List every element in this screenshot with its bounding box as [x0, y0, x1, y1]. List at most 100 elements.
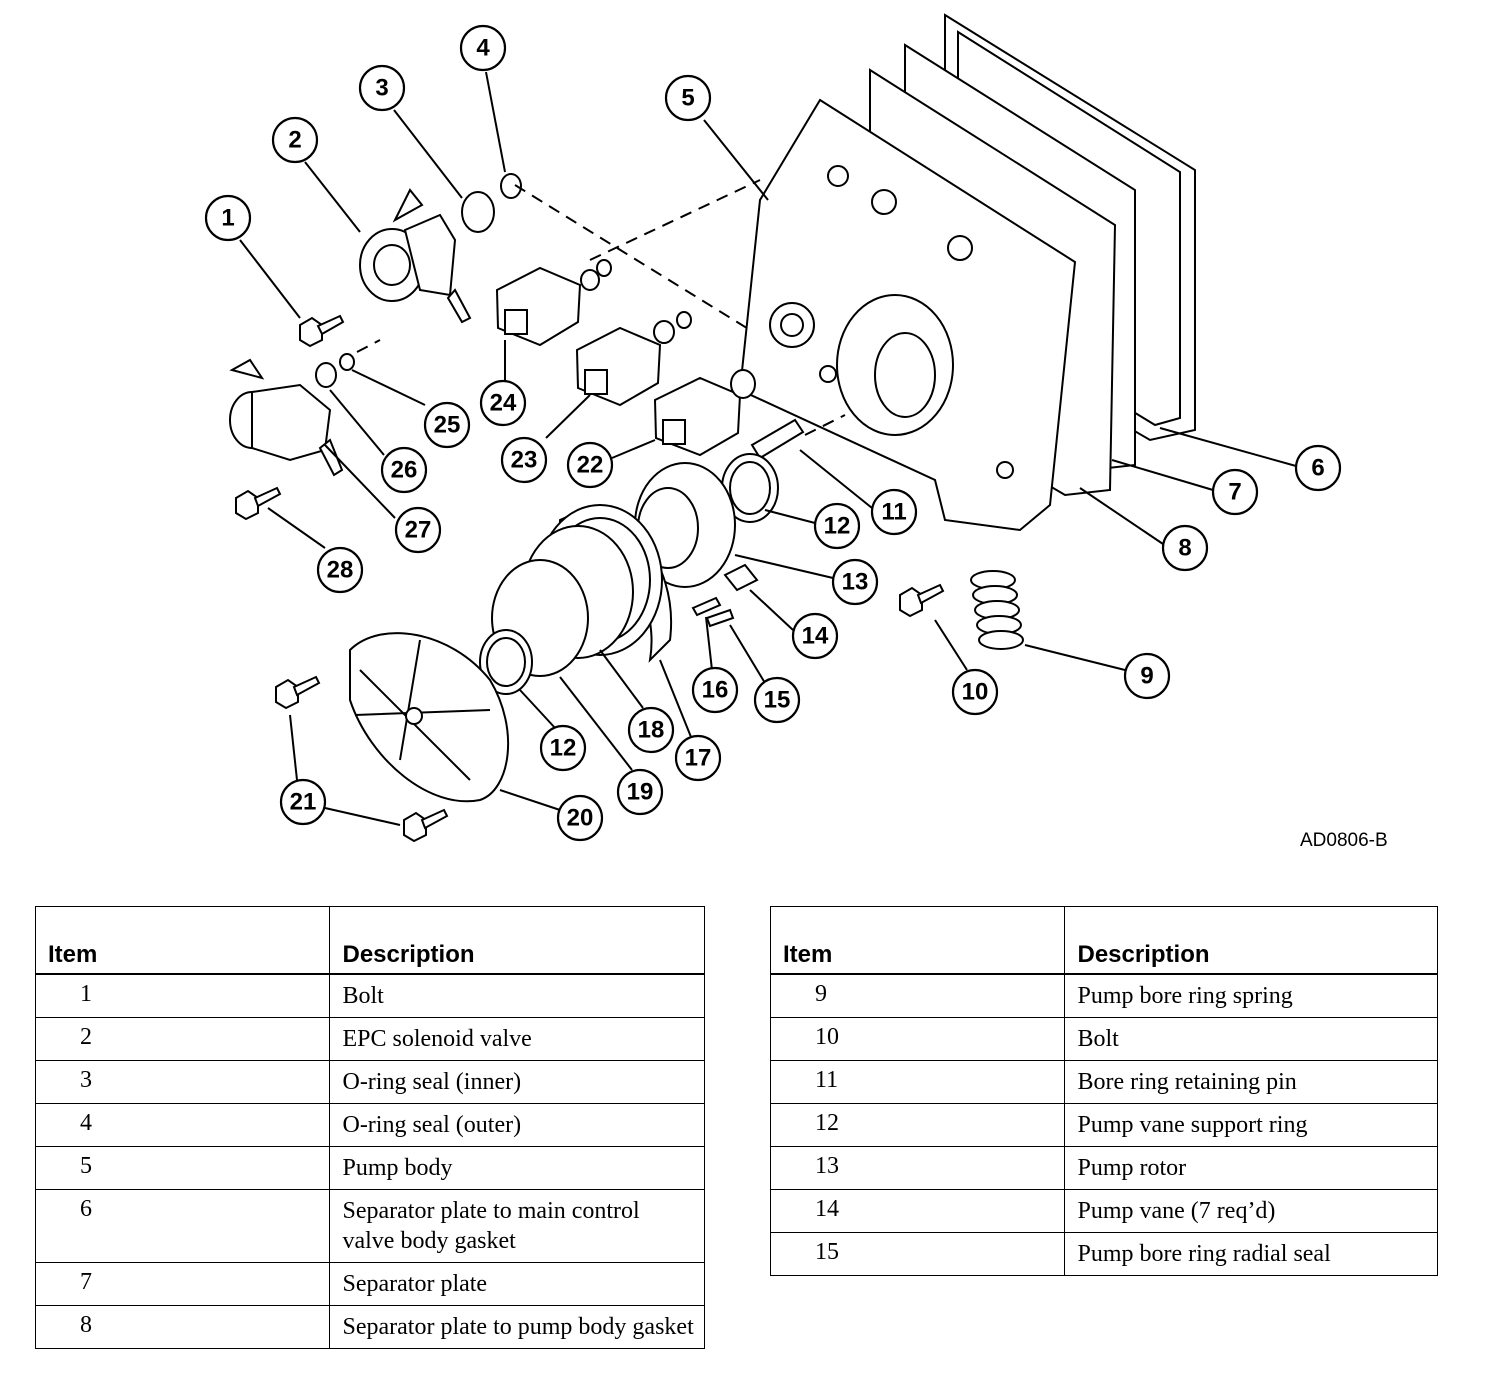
solenoid-22 — [653, 369, 756, 457]
vane-14 — [723, 563, 759, 592]
callout-17: 17 — [674, 734, 722, 782]
callout-27: 27 — [394, 506, 442, 554]
item-number: 14 — [769, 1189, 1066, 1233]
pump-body-5 — [738, 98, 1077, 532]
svg-text:1: 1 — [221, 205, 234, 232]
svg-text:10: 10 — [962, 679, 989, 706]
bolt-28 — [235, 486, 282, 521]
item-description: Bolt — [1064, 1017, 1438, 1061]
callout-10: 10 — [951, 668, 999, 716]
svg-text:3: 3 — [375, 75, 388, 102]
o-ring-25 — [339, 353, 355, 371]
svg-text:22: 22 — [577, 452, 604, 479]
item-number: 2 — [34, 1017, 331, 1061]
alignment-line-a — [514, 184, 751, 331]
item-description: Pump vane (7 req’d) — [1064, 1189, 1438, 1233]
table-header-row: Item Description — [769, 906, 1438, 975]
callout-13: 13 — [831, 558, 879, 606]
svg-text:2: 2 — [288, 127, 301, 154]
item-number: 4 — [34, 1103, 331, 1147]
item-number: 13 — [769, 1146, 1066, 1190]
ring-12-lower — [479, 629, 533, 695]
spring-9 — [970, 570, 1024, 650]
callout-21: 21 — [279, 778, 327, 826]
rotor-13 — [634, 462, 736, 588]
item-number: 6 — [34, 1189, 331, 1263]
callout-26: 26 — [380, 446, 428, 494]
callout-9: 9 — [1123, 652, 1171, 700]
bolt-21a — [275, 675, 321, 710]
bolt-10 — [899, 583, 945, 618]
item-description: Bore ring retaining pin — [1064, 1060, 1438, 1104]
item-description: Pump bore ring spring — [1064, 973, 1438, 1018]
epc-solenoid-valve-2 — [359, 188, 472, 324]
item-number: 7 — [34, 1262, 331, 1306]
solenoid-left — [229, 358, 344, 477]
item-description: Bolt — [329, 973, 705, 1018]
svg-text:27: 27 — [405, 517, 432, 544]
item-number: 11 — [769, 1060, 1066, 1104]
alignment-line-b — [589, 179, 761, 261]
svg-text:7: 7 — [1228, 479, 1241, 506]
item-number: 5 — [34, 1146, 331, 1190]
o-ring-26 — [315, 362, 337, 388]
svg-text:11: 11 — [881, 499, 906, 526]
seal-15 — [705, 608, 735, 628]
callout-14: 14 — [791, 612, 839, 660]
header-item: Item — [34, 906, 331, 975]
vane-16 — [691, 596, 722, 617]
svg-text:9: 9 — [1140, 663, 1153, 690]
pin-11 — [750, 418, 805, 460]
svg-text:26: 26 — [391, 457, 418, 484]
item-description: Pump vane support ring — [1064, 1103, 1438, 1147]
svg-text:25: 25 — [434, 412, 461, 439]
svg-text:5: 5 — [681, 85, 694, 112]
svg-text:14: 14 — [802, 623, 829, 650]
svg-text:19: 19 — [627, 779, 654, 806]
callout-12-lower: 12 — [539, 724, 587, 772]
svg-text:17: 17 — [685, 745, 712, 772]
callout-12-upper: 12 — [813, 502, 861, 550]
svg-text:23: 23 — [511, 447, 538, 474]
svg-text:28: 28 — [327, 557, 354, 584]
callout-23: 23 — [500, 436, 548, 484]
svg-text:6: 6 — [1311, 455, 1324, 482]
header-description: Description — [329, 906, 705, 975]
svg-text:12: 12 — [824, 513, 851, 540]
callout-25: 25 — [423, 401, 471, 449]
callout-6: 6 — [1294, 444, 1342, 492]
svg-text:15: 15 — [764, 687, 791, 714]
callout-24: 24 — [479, 379, 527, 427]
callout-5: 5 — [664, 74, 712, 122]
alignment-line-c — [356, 339, 381, 353]
item-number: 10 — [769, 1017, 1066, 1061]
svg-text:4: 4 — [476, 35, 490, 62]
item-number: 1 — [34, 973, 331, 1018]
solenoid-23 — [575, 311, 692, 407]
header-item: Item — [769, 906, 1066, 975]
item-number: 12 — [769, 1103, 1066, 1147]
item-number: 3 — [34, 1060, 331, 1104]
pump-cover-20 — [349, 632, 510, 803]
item-number: 8 — [34, 1305, 331, 1349]
item-description: O-ring seal (outer) — [329, 1103, 705, 1147]
leader-lines — [239, 71, 1297, 826]
callout-4: 4 — [459, 24, 507, 72]
bolt-1 — [299, 314, 345, 348]
item-description: O-ring seal (inner) — [329, 1060, 705, 1104]
svg-text:12: 12 — [550, 735, 577, 762]
figure-code: AD0806-B — [1300, 830, 1388, 851]
exploded-view-diagram: 1 2 3 4 5 6 7 8 9 10 11 12 12 13 14 15 1… — [204, 13, 1342, 843]
